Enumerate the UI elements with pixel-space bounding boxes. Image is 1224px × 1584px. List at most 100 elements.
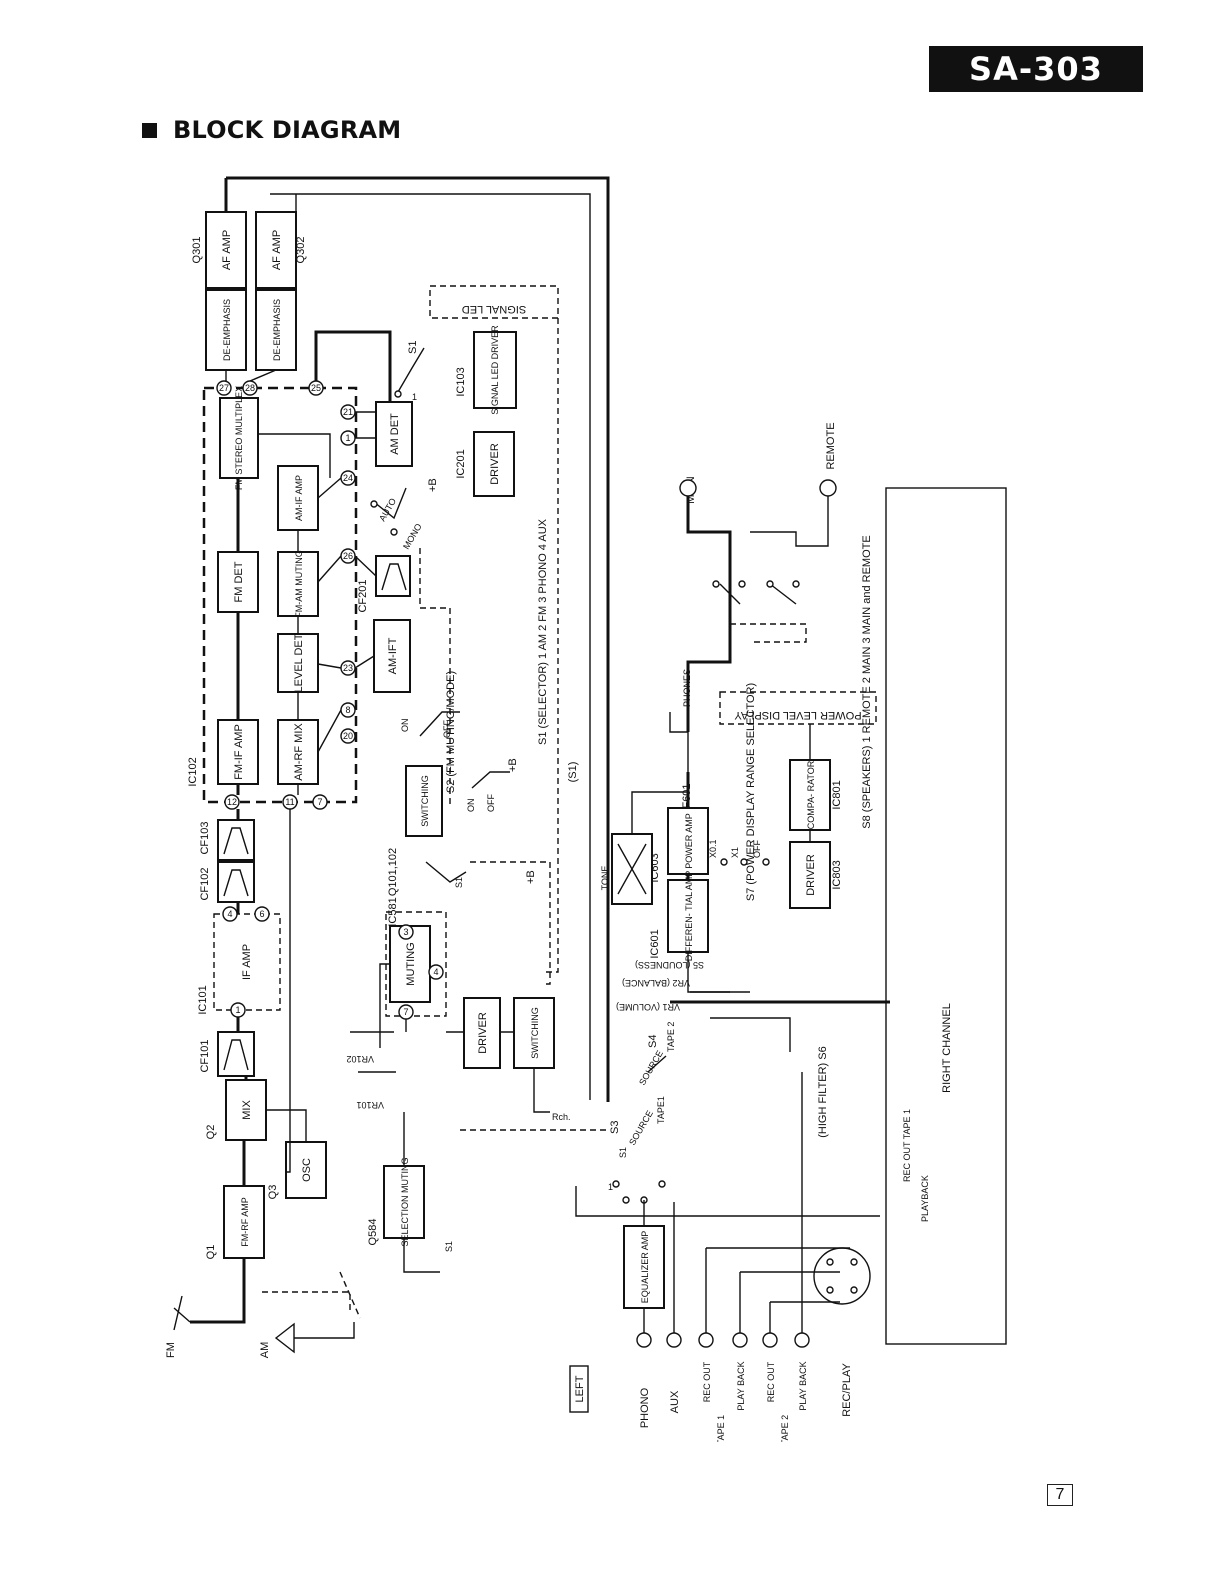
- vr102-label: VR102: [346, 1054, 374, 1064]
- remote-terminal: [819, 479, 837, 497]
- tape1-play-back-jack: [732, 1332, 748, 1348]
- svg-text:S3: S3: [609, 1121, 621, 1134]
- svg-text:1: 1: [235, 1005, 240, 1015]
- level-det-block: LEVEL DET: [277, 633, 319, 693]
- am-rf-mix-block: AM-RF MIX: [277, 719, 319, 785]
- comparator-block: COMPA- RATOR IC801: [789, 759, 843, 831]
- af-amp-block-1: AF AMP Q301: [191, 211, 247, 289]
- svg-text:DE-EMPHASIS: DE-EMPHASIS: [272, 299, 282, 361]
- main-terminal: [679, 479, 697, 497]
- svg-text:AM-IF AMP: AM-IF AMP: [294, 475, 304, 521]
- svg-text:Q1: Q1: [205, 1245, 217, 1260]
- svg-text:SOURCE: SOURCE: [627, 1109, 655, 1147]
- svg-text:DRIVER: DRIVER: [805, 854, 817, 896]
- eq-wires: [575, 1186, 880, 1344]
- svg-text:+B: +B: [427, 478, 439, 492]
- switching-block-1: SWITCHING Q101,102: [387, 765, 443, 896]
- am-out-wire: [314, 330, 392, 402]
- osc-wire: [266, 809, 307, 1173]
- remote-label: REMOTE: [825, 422, 837, 469]
- svg-text:S1: S1: [407, 341, 419, 354]
- fm-rf-amp-block: FM-RF AMP Q1: [205, 1185, 265, 1260]
- svg-text:IC101: IC101: [197, 985, 209, 1014]
- rf-chain-wire: [190, 809, 248, 1324]
- muting-wires: [350, 963, 550, 1113]
- svg-text:24: 24: [343, 473, 353, 483]
- signal-led-block: SIGNAL LED: [429, 285, 559, 319]
- svg-text:DIFFEREN- TIAL AMP: DIFFEREN- TIAL AMP: [684, 871, 694, 962]
- svg-text:LEVEL DET: LEVEL DET: [293, 633, 305, 692]
- vr1-label: VR1 (VOLUME): [616, 1002, 680, 1012]
- second-bus-wire: [270, 193, 591, 1100]
- svg-text:IC801: IC801: [831, 780, 843, 809]
- svg-text:FM-IF AMP: FM-IF AMP: [233, 724, 245, 780]
- svg-text:Q3: Q3: [267, 1185, 279, 1200]
- cf201-filter: CF201: [357, 555, 411, 613]
- rec-play-label: REC/PLAY: [841, 1363, 853, 1417]
- tone-block: TONE: [600, 833, 653, 905]
- svg-text:12: 12: [227, 797, 237, 807]
- block-diagram: .w { stroke:#111; stroke-width:1.4; fill…: [150, 172, 1030, 1445]
- svg-text:SWITCHING: SWITCHING: [420, 775, 430, 827]
- power-level-display-block: POWER LEVEL DISPLAY: [719, 691, 877, 725]
- tape2-rec-out-label: REC OUT: [766, 1361, 776, 1402]
- s1-switch-mid: S1 +B: [425, 861, 537, 888]
- am-if-amp-block: AM-IF AMP: [277, 465, 319, 531]
- cf101-filter: CF101: [199, 1031, 255, 1077]
- svg-text:1: 1: [608, 1182, 613, 1192]
- main-speaker-wire: [686, 496, 732, 732]
- svg-text:11: 11: [285, 797, 294, 807]
- rec-play-din-icon: [813, 1247, 871, 1305]
- am-det-block: AM DET: [375, 401, 413, 467]
- af-amp-block-2: AF AMP Q302: [255, 211, 307, 289]
- ic101-enclosure: [213, 913, 281, 1011]
- tape2-label: TAPE 2: [780, 1415, 790, 1442]
- ic102-pins: 27 28 25 21 1 24 26 23 8 20 12 11 7: [216, 380, 356, 810]
- svg-text:AM DET: AM DET: [389, 413, 401, 455]
- svg-text:X1: X1: [730, 847, 740, 858]
- svg-text:AM-RF MIX: AM-RF MIX: [293, 723, 305, 781]
- am-ift-block: AM-IFT: [373, 619, 411, 693]
- playback-label: PLAYBACK: [920, 1175, 930, 1222]
- svg-text:26: 26: [343, 551, 353, 561]
- right-channel-box: [885, 487, 1007, 1345]
- s1-switch-upper: 1 S1: [394, 341, 425, 402]
- aux-label: AUX: [669, 1390, 681, 1413]
- ic102-label: IC102: [187, 757, 199, 786]
- svg-text:CF201: CF201: [357, 579, 369, 612]
- svg-text:S1: S1: [454, 877, 464, 888]
- mix-block: MIX Q2: [205, 1079, 267, 1141]
- left-label: LEFT: [574, 1375, 586, 1402]
- svg-text:25: 25: [311, 383, 321, 393]
- tape1-rec-out-label: REC OUT: [702, 1361, 712, 1402]
- svg-text:DRIVER: DRIVER: [489, 443, 501, 485]
- tape2-rec-out-jack: [762, 1332, 778, 1348]
- driver-block-3: DRIVER IC803: [789, 841, 843, 909]
- s4-switch: S4 SOURCE TAPE 2: [637, 1022, 676, 1087]
- svg-text:IC601: IC601: [649, 929, 661, 958]
- s8-switch: S8 (SPEAKERS) 1 REMOTE 2 MAIN 3 MAIN and…: [712, 535, 873, 829]
- svg-text:DE-EMPHASIS: DE-EMPHASIS: [222, 299, 232, 361]
- s1-selector-label: S1 (SELECTOR) 1 AM 2 FM 3 PHONO 4 AUX: [537, 518, 549, 745]
- svg-text:FM: FM: [165, 1342, 177, 1358]
- svg-text:AM: AM: [259, 1342, 271, 1359]
- s7-label: S7 (POWER DISPLAY RANGE SELECTOR): [745, 683, 757, 901]
- tape2-play-back-label: PLAY BACK: [798, 1361, 808, 1410]
- svg-text:3: 3: [403, 927, 408, 937]
- phones-label: PHONES: [682, 669, 692, 707]
- svg-text:7: 7: [317, 797, 322, 807]
- differential-amp-block: DIFFEREN- TIAL AMP IC601: [649, 871, 709, 962]
- svg-text:CF101: CF101: [199, 1039, 211, 1072]
- svg-text:ON: ON: [400, 719, 410, 733]
- svg-text:TAPE1: TAPE1: [656, 1096, 666, 1124]
- svg-text:MUTING: MUTING: [405, 942, 417, 985]
- de-emphasis-block-2: DE-EMPHASIS: [255, 289, 297, 371]
- aux-jack: [666, 1332, 682, 1348]
- s3-switch: S3 SOURCE TAPE1: [609, 1096, 666, 1147]
- loudness-wires: [690, 991, 791, 1052]
- svg-text:7: 7: [403, 1007, 408, 1017]
- fm-am-muting-block: FM-AM MUTING: [277, 550, 319, 618]
- svg-text:IF AMP: IF AMP: [241, 944, 253, 980]
- tape-wires: [706, 1247, 850, 1303]
- svg-text:S8 (SPEAKERS) 1 REMOTE 2 MAIN: S8 (SPEAKERS) 1 REMOTE 2 MAIN 3 MAIN and…: [861, 535, 873, 828]
